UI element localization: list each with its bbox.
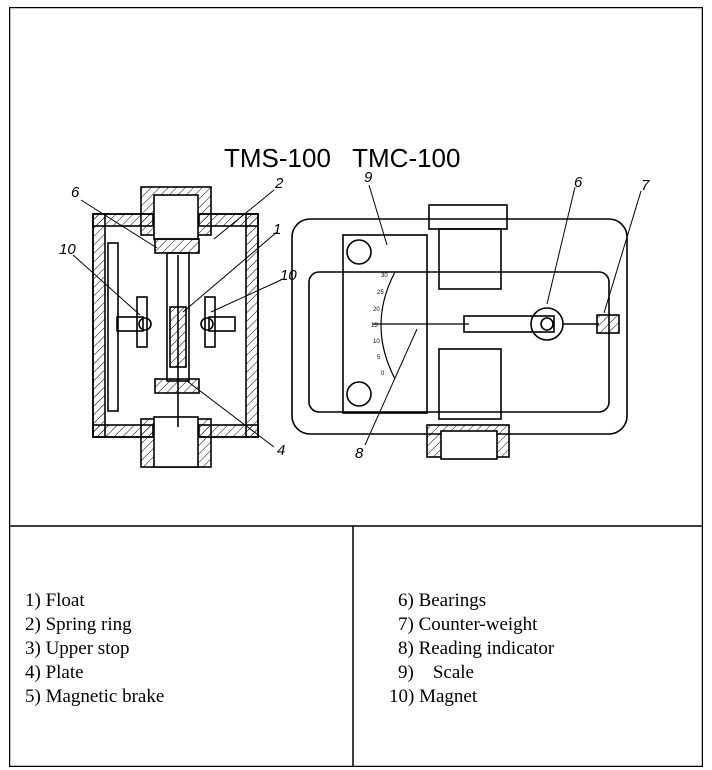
outer-border bbox=[9, 7, 703, 767]
legend-item-plate: 4) Plate bbox=[25, 662, 84, 683]
scale-tick-20: 20 bbox=[373, 307, 380, 313]
legend-item-magnet: 10) Magnet bbox=[389, 686, 478, 707]
legend-item-reading-indicator: 8) Reading indicator bbox=[398, 638, 555, 659]
legend-item-float: 1) Float bbox=[25, 590, 85, 611]
diagram-svg: TMS-100 TMC-100 bbox=[9, 7, 703, 767]
callout-10-left: 10 bbox=[59, 241, 76, 258]
legend-item-bearings: 6) Bearings bbox=[398, 590, 487, 611]
scale-tick-5: 5 bbox=[377, 355, 381, 361]
figure-frame: TMS-100 TMC-100 bbox=[9, 7, 703, 767]
tmc-100-drawing bbox=[291, 184, 642, 460]
callout-7: 7 bbox=[641, 177, 650, 194]
tms-100-drawing bbox=[72, 186, 282, 468]
callout-8: 8 bbox=[355, 445, 364, 462]
callout-9: 9 bbox=[364, 169, 373, 186]
legend-item-magnetic-brake: 5) Magnetic brake bbox=[25, 686, 165, 707]
legend-item-scale: 9) Scale bbox=[398, 662, 474, 683]
scale-tick-25: 25 bbox=[377, 290, 384, 296]
callout-6: 6 bbox=[574, 174, 583, 191]
legend-item-upper-stop: 3) Upper stop bbox=[25, 638, 130, 659]
legend-item-counter-weight: 7) Counter-weight bbox=[398, 614, 538, 635]
callout-4: 4 bbox=[277, 442, 285, 459]
diagram-title: TMS-100 TMC-100 bbox=[224, 143, 460, 173]
callout-2: 2 bbox=[274, 175, 284, 192]
scale-tick-10: 10 bbox=[373, 339, 380, 345]
legend-item-spring-ring: 2) Spring ring bbox=[25, 614, 132, 635]
callout-10-right: 10 bbox=[280, 267, 297, 284]
scale-tick-15: 15 bbox=[371, 323, 378, 329]
scale-tick-0: 0 bbox=[381, 371, 385, 377]
callout-3: 6 bbox=[71, 184, 80, 201]
callout-1: 1 bbox=[273, 221, 281, 238]
scale-tick-30: 30 bbox=[381, 273, 388, 279]
